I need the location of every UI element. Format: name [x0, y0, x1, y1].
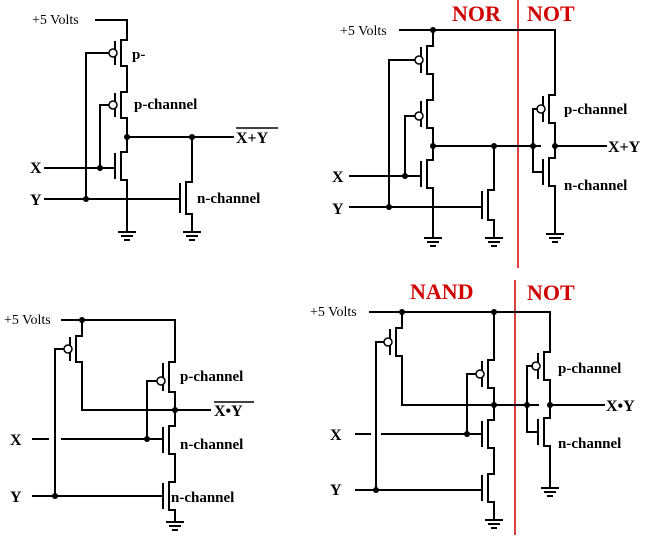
nmos-label: n-channel — [558, 436, 621, 452]
input-x-label: X — [10, 432, 22, 449]
nmos-stack — [168, 409, 176, 521]
input-y-label: Y — [30, 192, 42, 209]
ground-symbol — [424, 237, 442, 247]
pmos-label: p-channel — [134, 97, 197, 113]
junction — [52, 493, 58, 499]
junction — [402, 173, 408, 179]
junction — [464, 431, 470, 437]
input-x-label: X — [330, 427, 342, 444]
junction — [552, 143, 558, 149]
ground-symbol — [485, 237, 503, 247]
pmos-bubble-1 — [63, 344, 73, 354]
pmos-channel-2 — [168, 361, 176, 411]
supply-label: +5 Volts — [310, 305, 357, 320]
pmos-channel-2 — [120, 91, 128, 138]
y-gate-wire — [388, 59, 415, 208]
ground-symbol — [541, 487, 559, 497]
supply-wire — [369, 311, 551, 353]
or-circuit: NOR NOT +5 Volts X Y p-channel — [332, 0, 641, 268]
nmos-label: n-channel — [197, 191, 260, 207]
nmos-label: n-channel — [171, 490, 234, 506]
pmos-bubble-2 — [156, 376, 166, 386]
inverter-input-wire — [526, 365, 539, 433]
inverter-channels — [548, 94, 556, 233]
pmos-channel-1 — [75, 319, 176, 411]
pmos-bubble — [414, 111, 424, 121]
ground-symbol — [118, 231, 136, 241]
pmos-bubble — [414, 55, 424, 65]
y-gate-wire — [85, 52, 109, 200]
nmos-stack — [487, 404, 495, 519]
x-gate-wire — [99, 104, 109, 169]
ground-symbol — [485, 519, 503, 529]
nand-output-label: X•Y — [214, 403, 243, 420]
junction — [373, 487, 379, 493]
nor-output-label: X+Y — [236, 130, 269, 147]
nmos-channel-1 — [120, 136, 128, 231]
x-gate-wire — [146, 380, 157, 440]
and-output-label: X•Y — [606, 398, 635, 415]
gate-label-nand: NAND — [410, 279, 474, 304]
pmos-label: p-channel — [558, 361, 621, 377]
supply-wire — [95, 19, 128, 41]
ground-symbol — [183, 231, 201, 241]
nmos-channel-2 — [185, 136, 193, 231]
junction — [97, 165, 103, 171]
junction — [83, 196, 89, 202]
gate-label-nor: NOR — [452, 1, 502, 26]
junction — [530, 143, 536, 149]
nmos-channel-2 — [487, 145, 495, 237]
nand-circuit: +5 Volts p-channel X•Y n-channel n-chann… — [4, 313, 254, 531]
input-x-label: X — [332, 169, 344, 186]
pmos-label: p-channel — [564, 102, 627, 118]
pmos-channel-1 — [120, 39, 128, 93]
supply-label: +5 Volts — [4, 313, 51, 328]
or-output-label: X+Y — [608, 139, 641, 156]
nmos-label: n-channel — [180, 437, 243, 453]
pmos-bubble — [536, 104, 546, 114]
y-gate-wire — [375, 341, 384, 491]
y-gate-wire — [54, 348, 64, 497]
junction — [144, 436, 150, 442]
x-gate-wire — [466, 373, 476, 435]
pmos-stack — [426, 29, 434, 147]
pmos-bubble — [531, 361, 541, 371]
pmos-channel-1 — [395, 311, 495, 406]
input-y-label: Y — [10, 489, 22, 506]
supply-label: +5 Volts — [340, 24, 387, 39]
ground-symbol — [546, 233, 564, 243]
pmos-channel-2 — [487, 311, 495, 406]
inverter-input-wire — [532, 108, 544, 173]
input-y-label: Y — [332, 201, 344, 218]
nor-circuit: +5 Volts p- p-channel X+Y n-channel X Y — [30, 13, 278, 241]
nmos-label: n-channel — [564, 178, 627, 194]
supply-wire — [399, 29, 556, 96]
pmos-bubble-2 — [475, 369, 485, 379]
nmos-channel-1 — [426, 145, 434, 237]
junction — [547, 402, 553, 408]
input-x-label: X — [30, 160, 42, 177]
supply-wire — [61, 319, 176, 363]
pmos-bubble-1 — [108, 48, 118, 58]
gate-label-not: NOT — [527, 1, 575, 26]
pmos-bubble-1 — [383, 337, 393, 347]
inverter-channels — [543, 351, 551, 487]
x-gate-wire — [404, 115, 415, 177]
supply-label: +5 Volts — [32, 13, 79, 28]
pmos-bubble-2 — [108, 100, 118, 110]
gate-label-not: NOT — [527, 280, 575, 305]
pmos-label: p-channel — [180, 369, 243, 385]
ground-symbol — [166, 521, 184, 531]
input-y-label: Y — [330, 482, 342, 499]
and-circuit: NAND NOT +5 Volts X Y p-c — [310, 279, 635, 535]
junction — [386, 204, 392, 210]
pmos-label-short: p- — [132, 47, 145, 63]
